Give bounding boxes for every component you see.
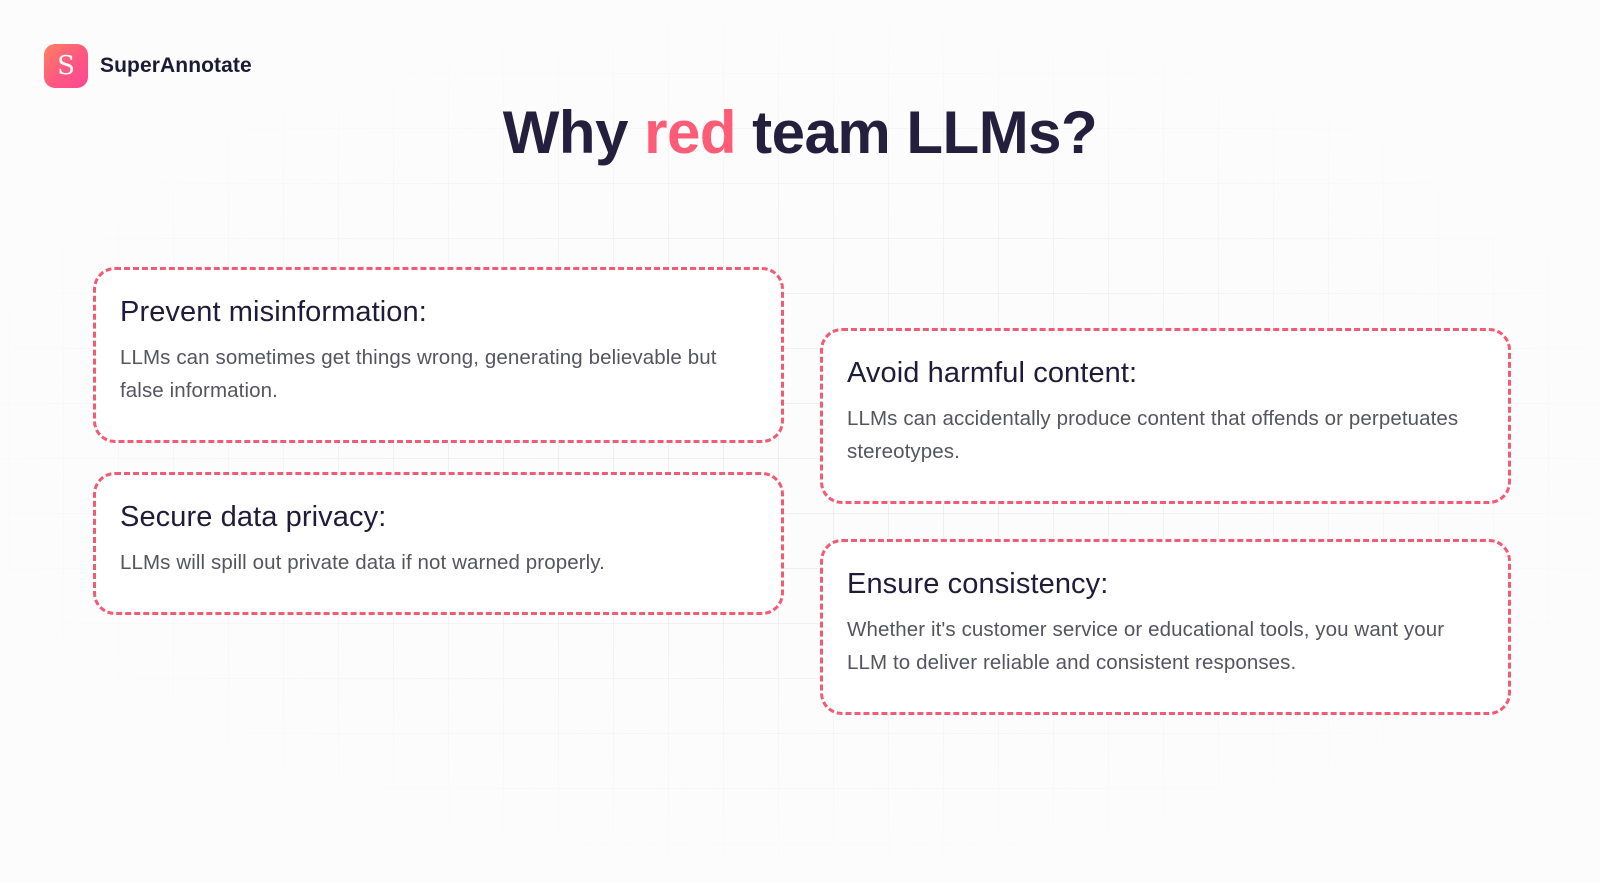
page-title: Why red team LLMs? bbox=[0, 98, 1600, 167]
card-heading: Ensure consistency: bbox=[847, 568, 1109, 600]
card-heading: Prevent misinformation: bbox=[120, 296, 427, 328]
brand-name: SuperAnnotate bbox=[100, 54, 252, 77]
card-body: LLMs will spill out private data if not … bbox=[120, 551, 605, 574]
brand-logo: S SuperAnnotate bbox=[44, 44, 252, 88]
superannotate-logo-icon: S bbox=[44, 44, 88, 88]
card-prevent-misinformation: Prevent misinformation: LLMs can sometim… bbox=[93, 267, 784, 443]
card-body: LLMs can accidentally produce content th… bbox=[847, 407, 1459, 463]
card-secure-data-privacy: Secure data privacy: LLMs will spill out… bbox=[93, 472, 784, 615]
title-prefix: Why bbox=[502, 99, 645, 166]
logo-letter: S bbox=[57, 51, 75, 81]
card-avoid-harmful-content: Avoid harmful content: LLMs can accident… bbox=[820, 328, 1511, 504]
card-body: LLMs can sometimes get things wrong, gen… bbox=[120, 346, 717, 402]
card-body: Whether it's customer service or educati… bbox=[847, 618, 1445, 674]
title-accent: red bbox=[644, 99, 736, 166]
card-heading: Avoid harmful content: bbox=[847, 357, 1138, 389]
card-heading: Secure data privacy: bbox=[120, 501, 387, 533]
title-suffix: team LLMs? bbox=[735, 99, 1098, 166]
card-ensure-consistency: Ensure consistency: Whether it's custome… bbox=[820, 539, 1511, 715]
